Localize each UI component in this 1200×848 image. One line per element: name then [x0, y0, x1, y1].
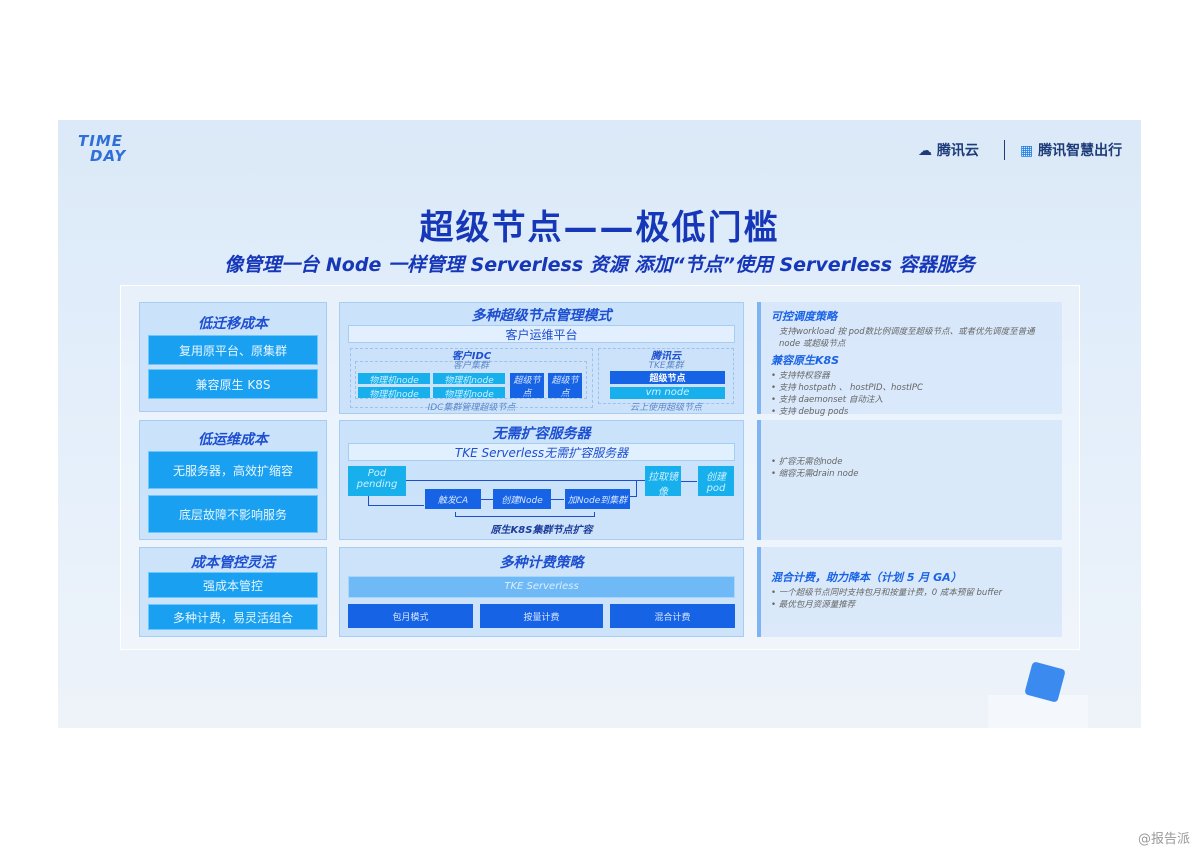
right-card-scaling: • 扩容无需创node • 缩容无需drain node: [757, 420, 1062, 540]
right-card-billing: 混合计费，助力降本（计划 5 月 GA） • 一个超级节点同时支持包月和按量计费…: [757, 547, 1062, 637]
mgmt-modes-card: 多种超级节点管理模式 客户运维平台 客户IDC 客户集群 物理机node 物理机…: [339, 302, 744, 414]
billing-option: 包月模式: [348, 604, 473, 628]
left-item: 兼容原生 K8S: [148, 369, 318, 399]
left-card-migration: 低迁移成本 复用原平台、原集群 兼容原生 K8S: [139, 302, 327, 412]
left-item: 多种计费，易灵活组合: [148, 604, 318, 630]
page-title: 超级节点——极低门槛: [419, 208, 780, 248]
pod-pending: Pod pending: [348, 466, 406, 496]
left-card-ops: 低运维成本 无服务器，高效扩缩容 底层故障不影响服务: [139, 420, 327, 540]
tencent-mobility-logo: ▦ 腾讯智慧出行: [1020, 143, 1123, 159]
page-subtitle: 像管理一台 Node 一样管理 Serverless 资源 添加“节点”使用 S…: [224, 254, 975, 276]
platform-bar: 客户运维平台: [348, 325, 735, 343]
watermark: @报告派: [1137, 832, 1190, 847]
content-panel: 低迁移成本 复用原平台、原集群 兼容原生 K8S 低运维成本 无服务器，高效扩缩…: [120, 285, 1080, 650]
flow-step: 创建Node: [493, 489, 551, 509]
left-item: 强成本管控: [148, 572, 318, 598]
right-card-scheduling: 可控调度策略 支持workload 按 pod数比例调度至超级节点、或者优先调度…: [757, 302, 1062, 417]
billing-option: 按量计费: [480, 604, 603, 628]
tencent-cloud-logo: ☁ 腾讯云: [918, 143, 979, 159]
left-item: 无服务器，高效扩缩容: [148, 451, 318, 489]
billing-option: 混合计费: [610, 604, 735, 628]
left-card-cost: 成本管控灵活 强成本管控 多种计费，易灵活组合: [139, 547, 327, 637]
left-item: 底层故障不影响服务: [148, 495, 318, 533]
billing-card: 多种计费策略 TKE Serverless 包月模式 按量计费 混合计费: [339, 547, 744, 637]
decorative-cube-illustration: [988, 660, 1088, 728]
flow-step: 加Node到集群: [565, 489, 630, 509]
left-item: 复用原平台、原集群: [148, 335, 318, 365]
flow-step: 触发CA: [425, 489, 481, 509]
no-scaling-card: 无需扩容服务器 TKE Serverless无需扩容服务器 Pod pendin…: [339, 420, 744, 540]
